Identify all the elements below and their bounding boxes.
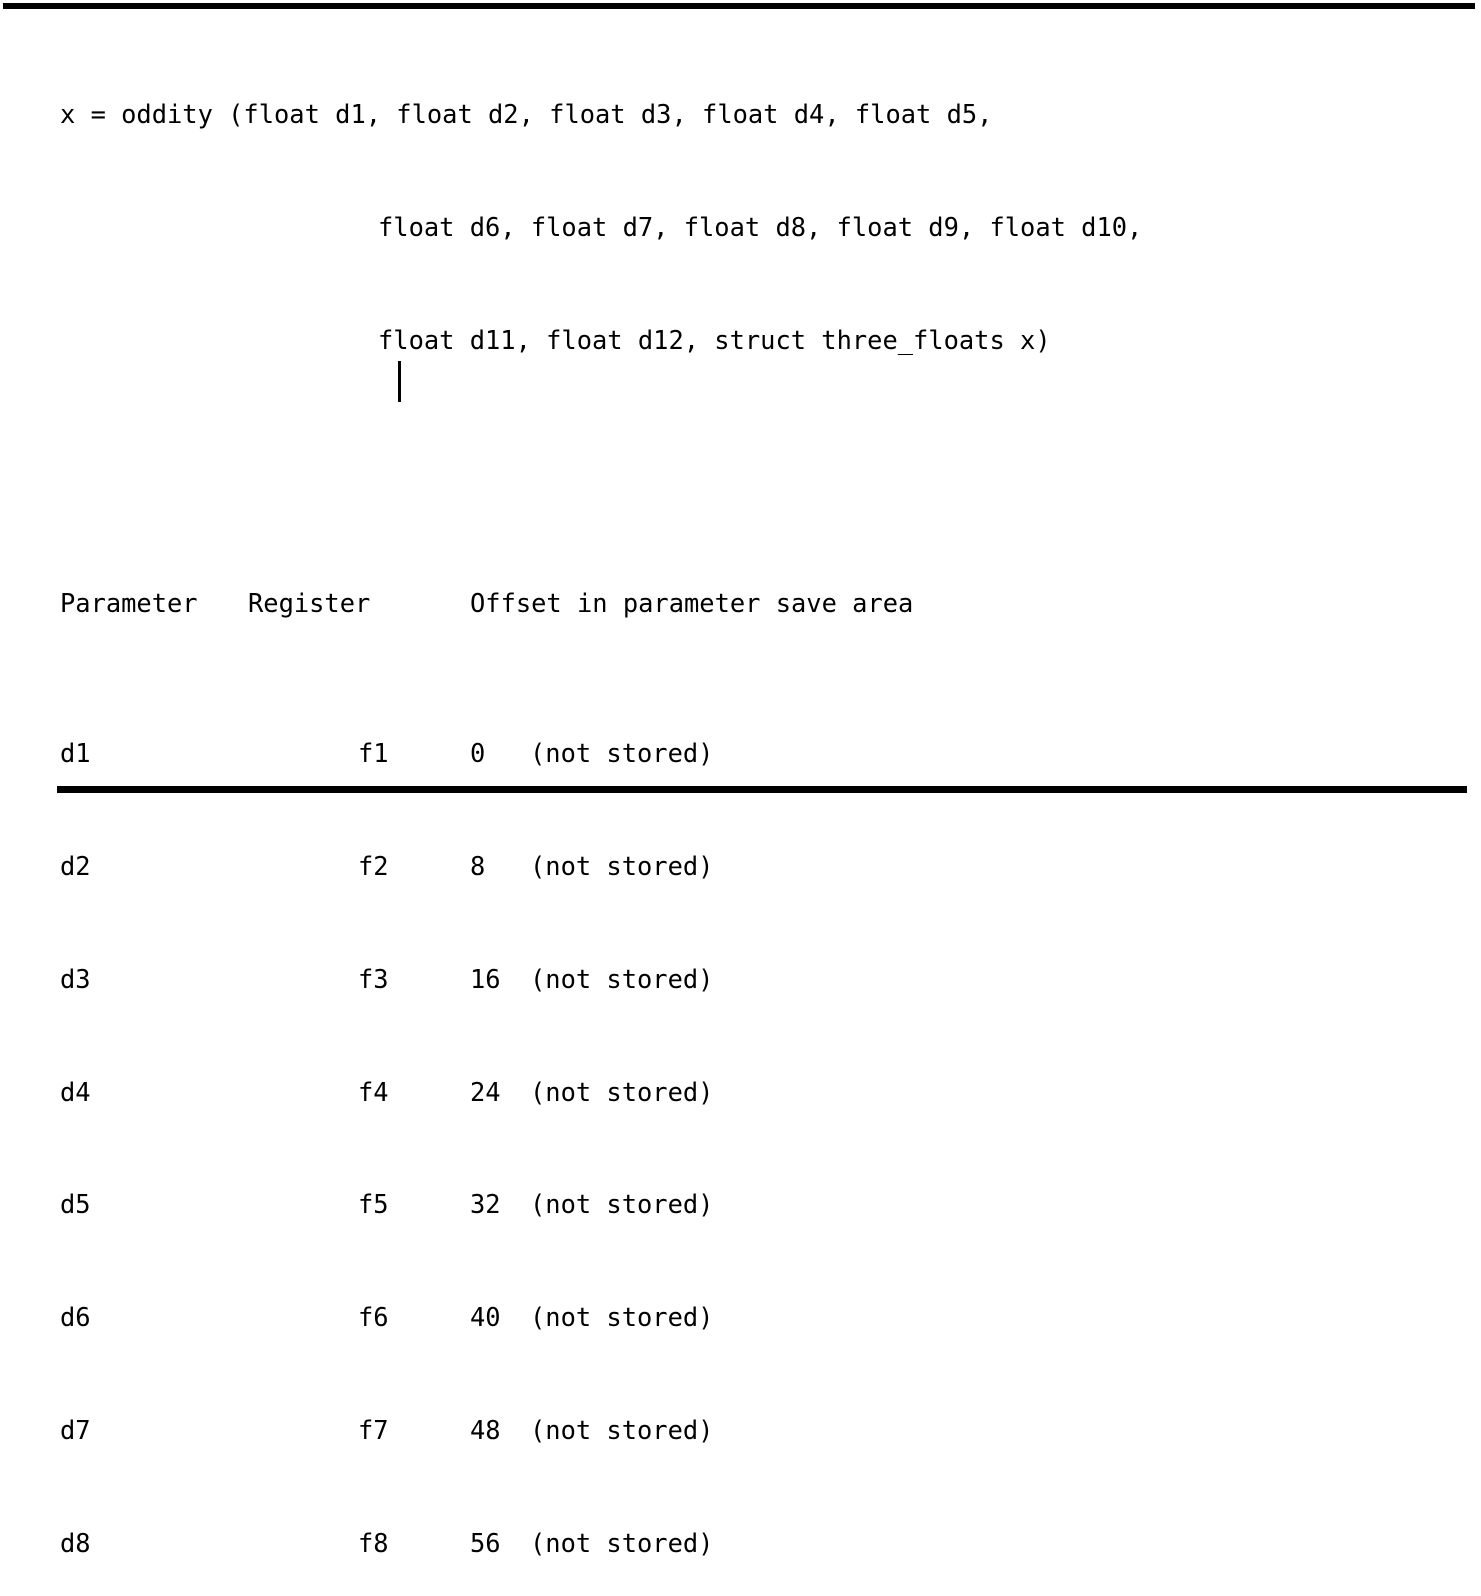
offset-cell: 32 <box>470 1189 501 1220</box>
offset-cell: 48 <box>470 1414 501 1445</box>
parameter-cell: d2 <box>60 851 91 882</box>
offset-cell: 0 <box>470 738 486 769</box>
table-row: d3 f3 16 (not stored) <box>60 961 1450 999</box>
note-cell: (not stored) <box>530 851 714 882</box>
table-row: d5 f5 32 (not stored) <box>60 1186 1450 1224</box>
note-cell: (not stored) <box>530 1414 714 1445</box>
parameter-cell: d8 <box>60 1527 91 1558</box>
offset-cell: 8 <box>470 851 486 882</box>
register-cell: f1 <box>358 738 389 769</box>
register-cell: f3 <box>358 963 389 994</box>
register-cell: f5 <box>358 1189 389 1220</box>
offset-cell: 16 <box>470 963 501 994</box>
signature-line-3: float d11, float d12, struct three_float… <box>378 324 1051 355</box>
table-row: d2 f2 8 (not stored) <box>60 848 1450 886</box>
signature-line-1: x = oddity (float d1, float d2, float d3… <box>60 99 993 130</box>
table-row: d8 f8 56 (not stored) <box>60 1525 1450 1563</box>
offset-cell: 40 <box>470 1302 501 1333</box>
register-cell: f4 <box>358 1076 389 1107</box>
blank-line <box>60 435 1450 473</box>
note-cell: (not stored) <box>530 738 714 769</box>
note-cell: (not stored) <box>530 963 714 994</box>
note-cell: (not stored) <box>530 1302 714 1333</box>
note-cell: (not stored) <box>530 1527 714 1558</box>
offset-column-header: Offset in parameter save area <box>470 587 914 618</box>
register-column-header: Register <box>248 587 371 618</box>
text-cursor <box>398 361 401 402</box>
parameter-cell: d1 <box>60 738 91 769</box>
table-header-row: Parameter Register Offset in parameter s… <box>60 585 1450 623</box>
top-horizontal-rule <box>3 3 1475 9</box>
offset-cell: 24 <box>470 1076 501 1107</box>
parameter-cell: d6 <box>60 1302 91 1333</box>
table-row: d1 f1 0 (not stored) <box>60 735 1450 773</box>
table-row: d7 f7 48 (not stored) <box>60 1412 1450 1450</box>
register-cell: f2 <box>358 851 389 882</box>
note-cell: (not stored) <box>530 1189 714 1220</box>
register-cell: f8 <box>358 1527 389 1558</box>
signature-line-2: float d6, float d7, float d8, float d9, … <box>378 211 1143 242</box>
bottom-horizontal-rule <box>57 786 1467 793</box>
parameter-cell: d7 <box>60 1414 91 1445</box>
parameter-cell: d5 <box>60 1189 91 1220</box>
text-content-area[interactable]: x = oddity (float d1, float d2, float d3… <box>60 21 1450 1596</box>
register-cell: f6 <box>358 1302 389 1333</box>
parameter-cell: d3 <box>60 963 91 994</box>
register-cell: f7 <box>358 1414 389 1445</box>
table-row: d6 f6 40 (not stored) <box>60 1299 1450 1337</box>
note-cell: (not stored) <box>530 1076 714 1107</box>
parameter-cell: d4 <box>60 1076 91 1107</box>
parameter-column-header: Parameter <box>60 587 198 618</box>
offset-cell: 56 <box>470 1527 501 1558</box>
table-row: d4 f4 24 (not stored) <box>60 1074 1450 1112</box>
